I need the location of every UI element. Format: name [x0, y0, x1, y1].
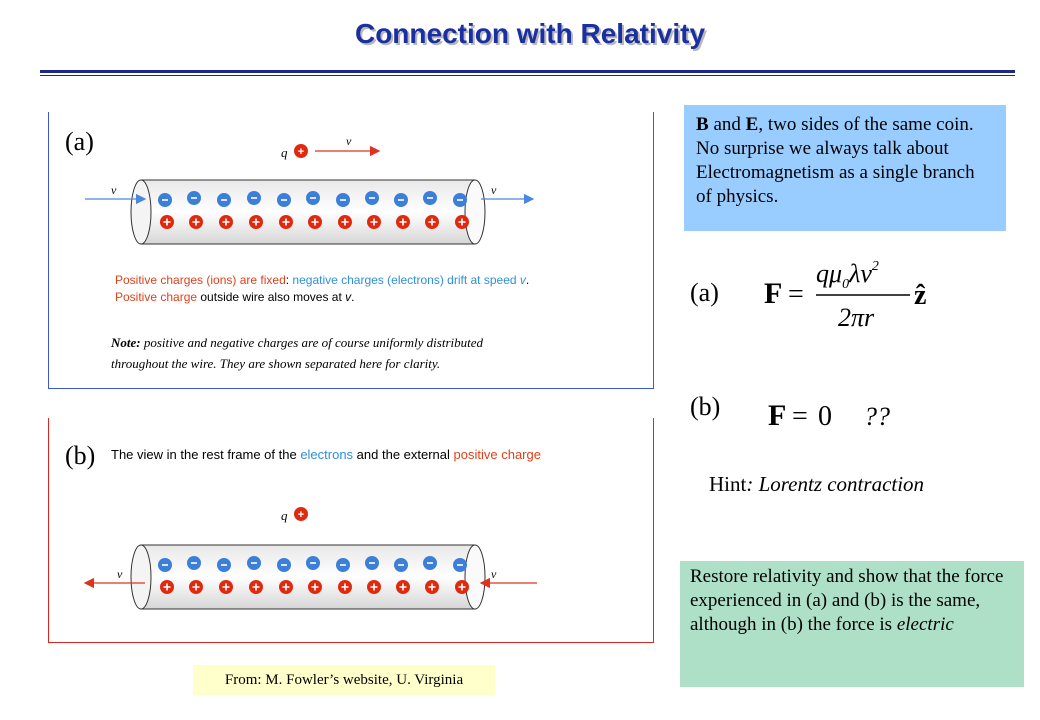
wire-charges	[158, 556, 469, 594]
panel-b-caption: The view in the rest frame of the electr…	[111, 447, 541, 462]
wire-end	[130, 179, 152, 245]
equation-a: F = qμ0λv2 2πr ẑ	[764, 254, 944, 339]
svg-text:qμ0λv2: qμ0λv2	[816, 259, 879, 292]
current-in-label: v	[111, 183, 117, 197]
equation-b-label: (b)	[690, 392, 721, 421]
charge-q-label: q	[281, 508, 288, 523]
svg-text:F: F	[768, 399, 786, 432]
panel-a-label: (a)	[65, 127, 94, 156]
wire-end-right	[464, 179, 486, 245]
hint-text: Hint: Lorentz contraction	[709, 472, 925, 496]
svg-text:ẑ: ẑ	[914, 280, 926, 311]
panel-a: (a) q + v v v Positive charges (ions) ar…	[48, 112, 654, 389]
wire-body	[140, 179, 476, 245]
external-positive-charge	[294, 144, 308, 158]
panel-a-note-line2: throughout the wire. They are shown sepa…	[111, 356, 440, 371]
svg-text:??: ??	[864, 402, 890, 431]
panel-b: (b) The view in the rest frame of the el…	[48, 418, 654, 643]
wire-charges	[158, 191, 469, 229]
conclusion-box: Restore relativity and show that the for…	[680, 561, 1024, 687]
panel-a-caption-line1: Positive charges (ions) are fixed: negat…	[115, 273, 529, 287]
title-rule-thin	[40, 75, 1015, 76]
external-positive-charge	[294, 507, 308, 521]
svg-text:F: F	[764, 277, 782, 310]
title-rule	[40, 70, 1015, 73]
svg-text:0: 0	[818, 401, 832, 432]
svg-text:=: =	[792, 401, 808, 432]
panel-a-caption-line2: Positive charge outside wire also moves …	[115, 290, 354, 304]
charge-q-label: q	[281, 145, 288, 160]
wire-end	[130, 544, 152, 610]
charge-velocity-label: v	[346, 134, 352, 148]
svg-text:=: =	[788, 279, 804, 310]
page-title: Connection with Relativity	[354, 18, 706, 49]
ion-velocity-label-right: v	[491, 567, 497, 581]
equation-b: F = 0 ??	[768, 395, 918, 440]
panel-a-figure: (a) q + v v v Positive charges (ions) ar…	[65, 127, 535, 371]
panel-b-label: (b)	[65, 441, 95, 470]
info-box: B and E, two sides of the same coin. No …	[684, 105, 1006, 231]
panel-a-note-line1: Note: positive and negative charges are …	[110, 335, 484, 350]
source-credit: From: M. Fowler’s website, U. Virginia	[193, 665, 495, 695]
wire-body	[140, 544, 476, 610]
equation-a-label: (a)	[690, 278, 719, 307]
panel-b-figure: (b) The view in the rest frame of the el…	[65, 441, 541, 610]
current-out-label: v	[491, 183, 497, 197]
svg-text:+: +	[298, 509, 304, 521]
svg-text:+: +	[298, 146, 304, 158]
wire-end-right	[464, 544, 486, 610]
ion-velocity-label-left: v	[117, 567, 123, 581]
svg-text:2πr: 2πr	[838, 303, 875, 332]
